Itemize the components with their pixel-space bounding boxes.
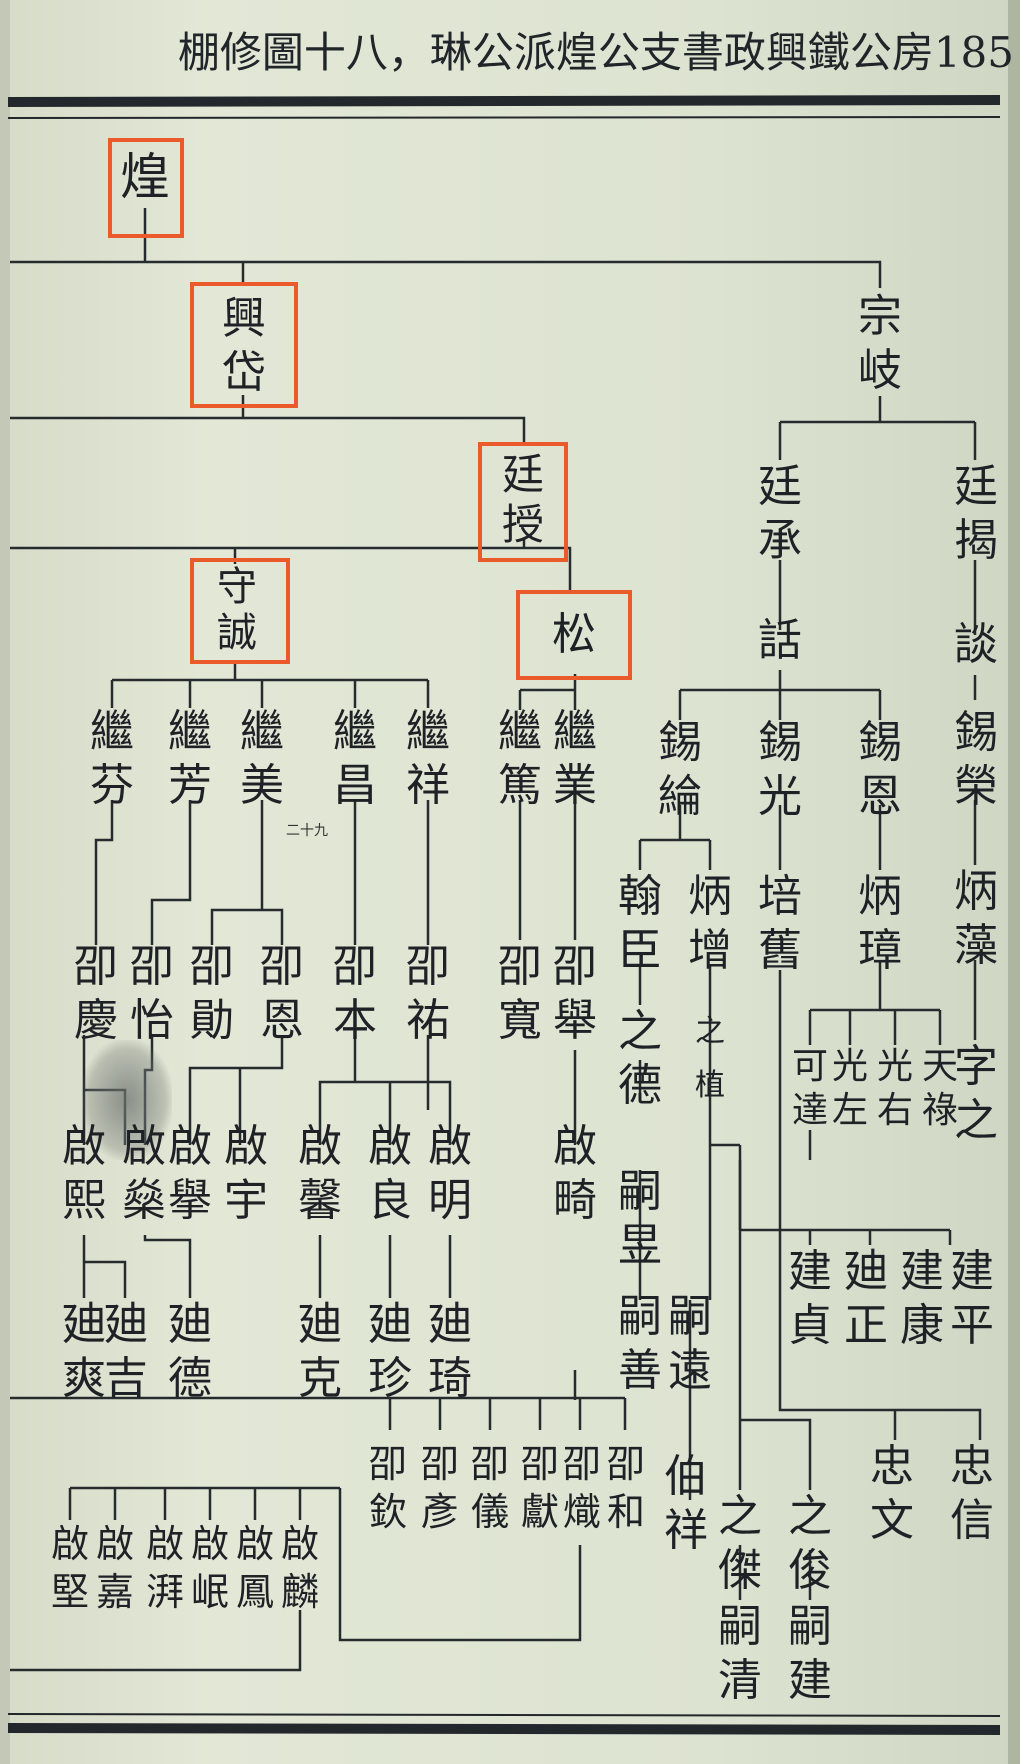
highlight-song bbox=[516, 590, 632, 680]
member-keda: 可達 bbox=[791, 1046, 828, 1131]
member-tingcheng: 廷承 bbox=[758, 461, 802, 566]
member-qilin: 啟麟 bbox=[280, 1522, 319, 1614]
member-xiguang: 錫光 bbox=[758, 717, 802, 822]
member-hua: 話 bbox=[758, 615, 802, 666]
page-edge-left bbox=[0, 0, 10, 1764]
member-zhide: 之德 bbox=[618, 1006, 662, 1111]
member-guangzuo: 光左 bbox=[831, 1046, 868, 1131]
member-guangyou: 光右 bbox=[876, 1046, 913, 1131]
page-title: 棚修圖十八，琳公派煌公支書政興鐵公房185 bbox=[177, 28, 1014, 77]
member-qijian: 啟堅 bbox=[50, 1522, 89, 1614]
member-shaoyou: 卲祐 bbox=[406, 941, 450, 1046]
member-qimin: 啟岷 bbox=[190, 1522, 229, 1614]
highlight-tingshou bbox=[478, 442, 568, 562]
member-sijian: 嗣建 bbox=[788, 1601, 832, 1706]
member-zhongxin: 忠信 bbox=[950, 1441, 994, 1546]
member-jidu: 繼篤 bbox=[498, 706, 542, 811]
page-edge-right bbox=[1008, 0, 1020, 1764]
member-jiankang: 建康 bbox=[900, 1246, 944, 1351]
member-dishuang: 廸爽 bbox=[62, 1299, 106, 1404]
member-shaokuan: 卲寬 bbox=[498, 941, 542, 1046]
member-jianping: 建平 bbox=[950, 1246, 994, 1351]
member-shaozhi: 卲熾 bbox=[562, 1442, 601, 1534]
member-shaoben: 卲本 bbox=[333, 941, 377, 1046]
member-boxiang: 伯祥 bbox=[664, 1451, 708, 1556]
bottom-rule-thin bbox=[7, 1713, 1001, 1717]
member-xingdai: 興岱 bbox=[222, 293, 266, 398]
member-qiyong: 啟鳳 bbox=[235, 1522, 274, 1614]
member-diqi: 廸琦 bbox=[428, 1299, 472, 1404]
member-jianzhen: 建貞 bbox=[788, 1246, 832, 1351]
member-qiqi: 啟畸 bbox=[553, 1121, 597, 1226]
member-diji: 廸吉 bbox=[104, 1299, 148, 1404]
member-jichang: 繼昌 bbox=[333, 706, 377, 811]
member-shaoxian: 卲獻 bbox=[520, 1442, 559, 1534]
member-dan: 談 bbox=[954, 619, 998, 670]
member-jifang: 繼芳 bbox=[168, 706, 212, 811]
member-qixi: 啟熙 bbox=[62, 1121, 106, 1226]
member-zhijie: 之傑 bbox=[718, 1491, 762, 1596]
member-shaoyi2: 卲儀 bbox=[470, 1442, 509, 1534]
member-qijia: 啟嘉 bbox=[95, 1522, 134, 1614]
member-bingzao: 炳藻 bbox=[954, 866, 998, 971]
member-jixiang: 繼祥 bbox=[406, 706, 450, 811]
member-tingshou: 廷授 bbox=[501, 450, 544, 549]
bottom-rule bbox=[7, 1723, 1001, 1735]
member-siqing: 嗣清 bbox=[718, 1601, 762, 1706]
member-jifen: 繼芬 bbox=[90, 706, 134, 811]
member-sishan: 嗣善 bbox=[618, 1291, 662, 1396]
member-jiye: 繼業 bbox=[553, 706, 597, 811]
top-rule bbox=[7, 95, 1001, 107]
member-shoucheng: 守誠 bbox=[217, 564, 257, 656]
member-xirong: 錫榮 bbox=[954, 707, 998, 812]
member-huang: 煌 bbox=[120, 148, 170, 206]
ink-stain bbox=[82, 1040, 172, 1160]
member-qixian: 啟燊 bbox=[122, 1121, 166, 1226]
top-rule-thin bbox=[7, 116, 1001, 119]
member-shaoyan: 卲彥 bbox=[420, 1442, 459, 1534]
member-shaoqing: 卲慶 bbox=[74, 941, 118, 1046]
highlight-xingdai bbox=[190, 282, 298, 408]
member-shaoqin: 卲欽 bbox=[368, 1442, 407, 1534]
member-hanchen: 翰臣 bbox=[618, 871, 662, 976]
member-shaohe: 卲和 bbox=[606, 1442, 645, 1534]
member-bingzeng: 炳增 bbox=[688, 871, 732, 976]
member-qipei: 啟湃 bbox=[145, 1522, 184, 1614]
member-zizhi: 字之 bbox=[954, 1041, 998, 1146]
member-ningzhi: 之植 bbox=[695, 1014, 725, 1103]
member-zongqi: 宗岐 bbox=[858, 291, 902, 396]
member-shaoxun: 卲勛 bbox=[190, 941, 234, 1046]
member-song: 松 bbox=[552, 609, 596, 660]
member-dizheng: 廸正 bbox=[844, 1246, 888, 1351]
member-shaoju: 卲舉 bbox=[553, 941, 597, 1046]
handwritten-note: 二十九 bbox=[286, 823, 328, 839]
member-shaoyi: 卲怡 bbox=[130, 941, 174, 1046]
member-dide: 廸德 bbox=[168, 1299, 212, 1404]
member-peijiu: 培舊 bbox=[758, 871, 802, 976]
member-qixin: 啟馨 bbox=[298, 1121, 342, 1226]
member-jimei: 繼美 bbox=[240, 706, 284, 811]
member-qiju: 啟擧 bbox=[168, 1121, 212, 1226]
member-xilun: 錫綸 bbox=[658, 717, 702, 822]
member-tianlu: 天祿 bbox=[921, 1046, 958, 1131]
member-dizhen: 廸珍 bbox=[368, 1299, 412, 1404]
member-tingjie: 廷揭 bbox=[954, 461, 998, 566]
member-bingzhang: 炳璋 bbox=[858, 871, 902, 976]
member-dike: 廸克 bbox=[298, 1299, 342, 1404]
member-siyi: 嗣昱 bbox=[618, 1166, 662, 1271]
member-qiming: 啟明 bbox=[428, 1121, 472, 1226]
highlight-huang bbox=[108, 138, 184, 238]
member-xien: 錫恩 bbox=[858, 717, 902, 822]
member-siyuan: 嗣遠 bbox=[668, 1291, 712, 1396]
member-qiliang: 啟良 bbox=[368, 1121, 412, 1226]
highlight-shoucheng bbox=[190, 558, 290, 664]
member-shaoen: 卲恩 bbox=[260, 941, 304, 1046]
member-zhijun: 之俊 bbox=[788, 1491, 832, 1596]
member-zhongwen: 忠文 bbox=[870, 1441, 914, 1546]
member-qiyu: 啟宇 bbox=[224, 1121, 268, 1226]
